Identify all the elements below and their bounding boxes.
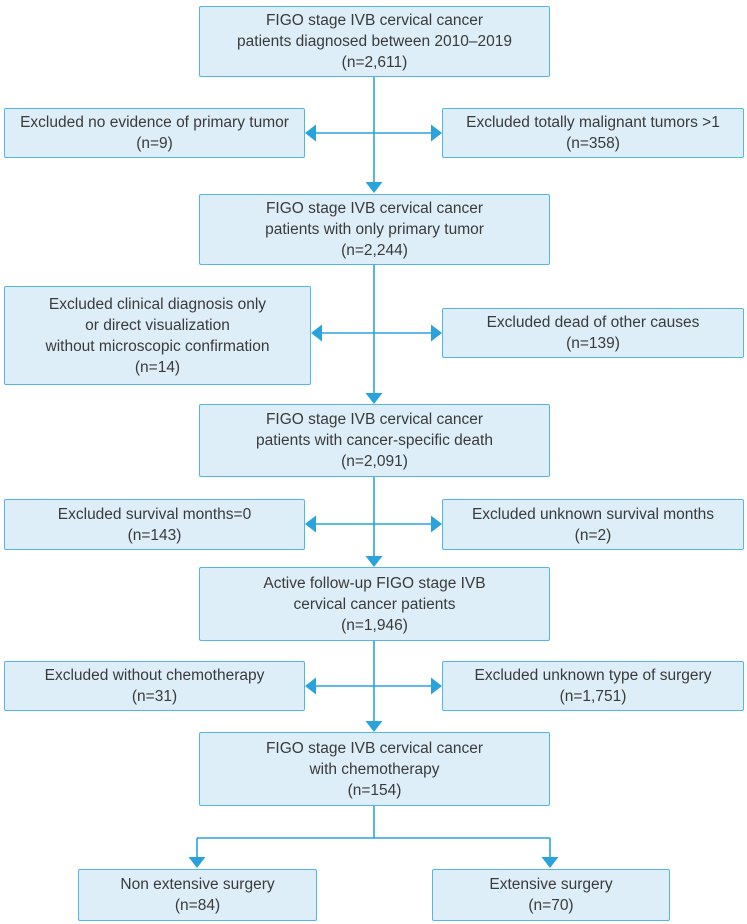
node-with-chemotherapy-box: FIGO stage IVB cervical cancer with chem… [199, 732, 550, 806]
connector-followup-to-chemo [365, 641, 383, 732]
connector-primary-to-cancer-specific [365, 265, 383, 404]
node-excluded-unknown-type-surgery-box: Excluded unknown type of surgery (n=1,75… [442, 661, 744, 711]
node-excluded-without-chemotherapy-box: Excluded without chemotherapy (n=31) [4, 661, 305, 711]
node-excluded-survival-months-zero-box: Excluded survival months=0 (n=143) [4, 499, 305, 550]
node-excluded-malignant-tumors-box: Excluded totally malignant tumors >1 (n=… [442, 108, 744, 158]
connector-cancer-specific-to-followup [365, 477, 383, 567]
node-cancer-specific-death-box: FIGO stage IVB cervical cancer patients … [199, 404, 550, 477]
connector-exclusions-row4 [305, 515, 442, 533]
node-start-box: FIGO stage IVB cervical cancer patients … [199, 6, 550, 77]
connector-surgery-branch [188, 806, 559, 868]
node-non-extensive-surgery-box: Non extensive surgery (n=84) [78, 869, 317, 921]
connector-exclusions-row5 [305, 677, 442, 695]
node-excluded-no-primary-tumor-box: Excluded no evidence of primary tumor (n… [4, 108, 305, 158]
node-primary-tumor-only-box: FIGO stage IVB cervical cancer patients … [199, 194, 550, 265]
node-excluded-unknown-survival-months-box: Excluded unknown survival months (n=2) [442, 499, 744, 550]
connector-exclusions-row3 [311, 324, 442, 342]
connector-exclusions-row2 [305, 124, 442, 142]
node-extensive-surgery-box: Extensive surgery (n=70) [432, 869, 670, 921]
connector-start-to-primary [365, 77, 383, 193]
node-active-followup-box: Active follow-up FIGO stage IVB cervical… [199, 567, 550, 641]
node-excluded-dead-other-causes-box: Excluded dead of other causes (n=139) [442, 308, 744, 358]
node-excluded-clinical-diagnosis-box: Excluded clinical diagnosis only or dire… [4, 286, 311, 385]
